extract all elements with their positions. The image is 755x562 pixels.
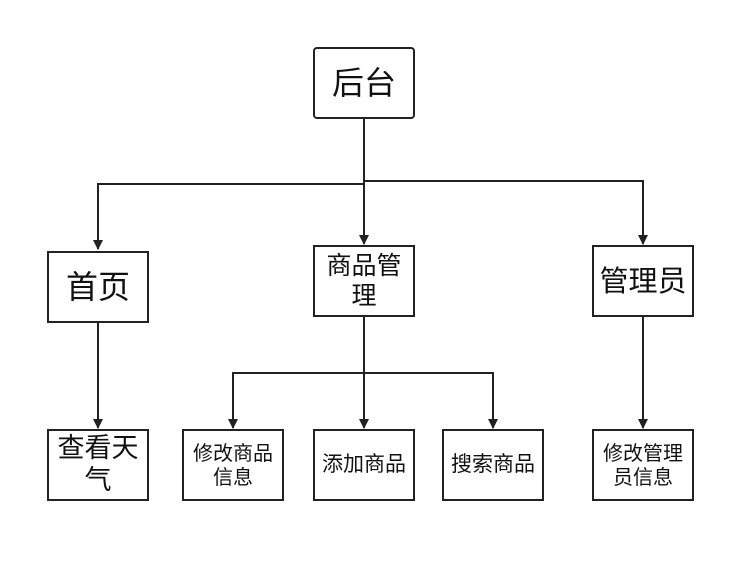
node-admin: 管理员	[592, 245, 694, 317]
node-root: 后台	[313, 47, 415, 119]
node-search-goods: 搜索商品	[442, 429, 544, 501]
node-weather: 查看天气	[47, 429, 149, 501]
node-edit-goods-label: 修改商品信息	[193, 441, 273, 489]
node-edit-goods: 修改商品信息	[182, 429, 284, 501]
node-root-label: 后台	[331, 63, 396, 102]
node-goods-management: 商品管理	[313, 245, 415, 317]
node-home: 首页	[47, 251, 149, 323]
node-add-goods: 添加商品	[313, 429, 415, 501]
node-search-goods-label: 搜索商品	[451, 452, 535, 477]
node-edit-admin-label: 修改管理员信息	[603, 441, 683, 489]
node-home-label: 首页	[65, 267, 130, 306]
edge-goods-search	[364, 372, 498, 429]
edge-goods-edit	[228, 316, 365, 429]
node-edit-admin: 修改管理员信息	[592, 429, 694, 501]
node-weather-label: 查看天气	[57, 432, 139, 496]
edge-root-admin	[364, 180, 648, 245]
node-goods-management-label: 商品管理	[326, 251, 402, 310]
node-add-goods-label: 添加商品	[322, 452, 406, 477]
edge-root-home	[93, 118, 365, 250]
node-admin-label: 管理员	[599, 263, 687, 298]
